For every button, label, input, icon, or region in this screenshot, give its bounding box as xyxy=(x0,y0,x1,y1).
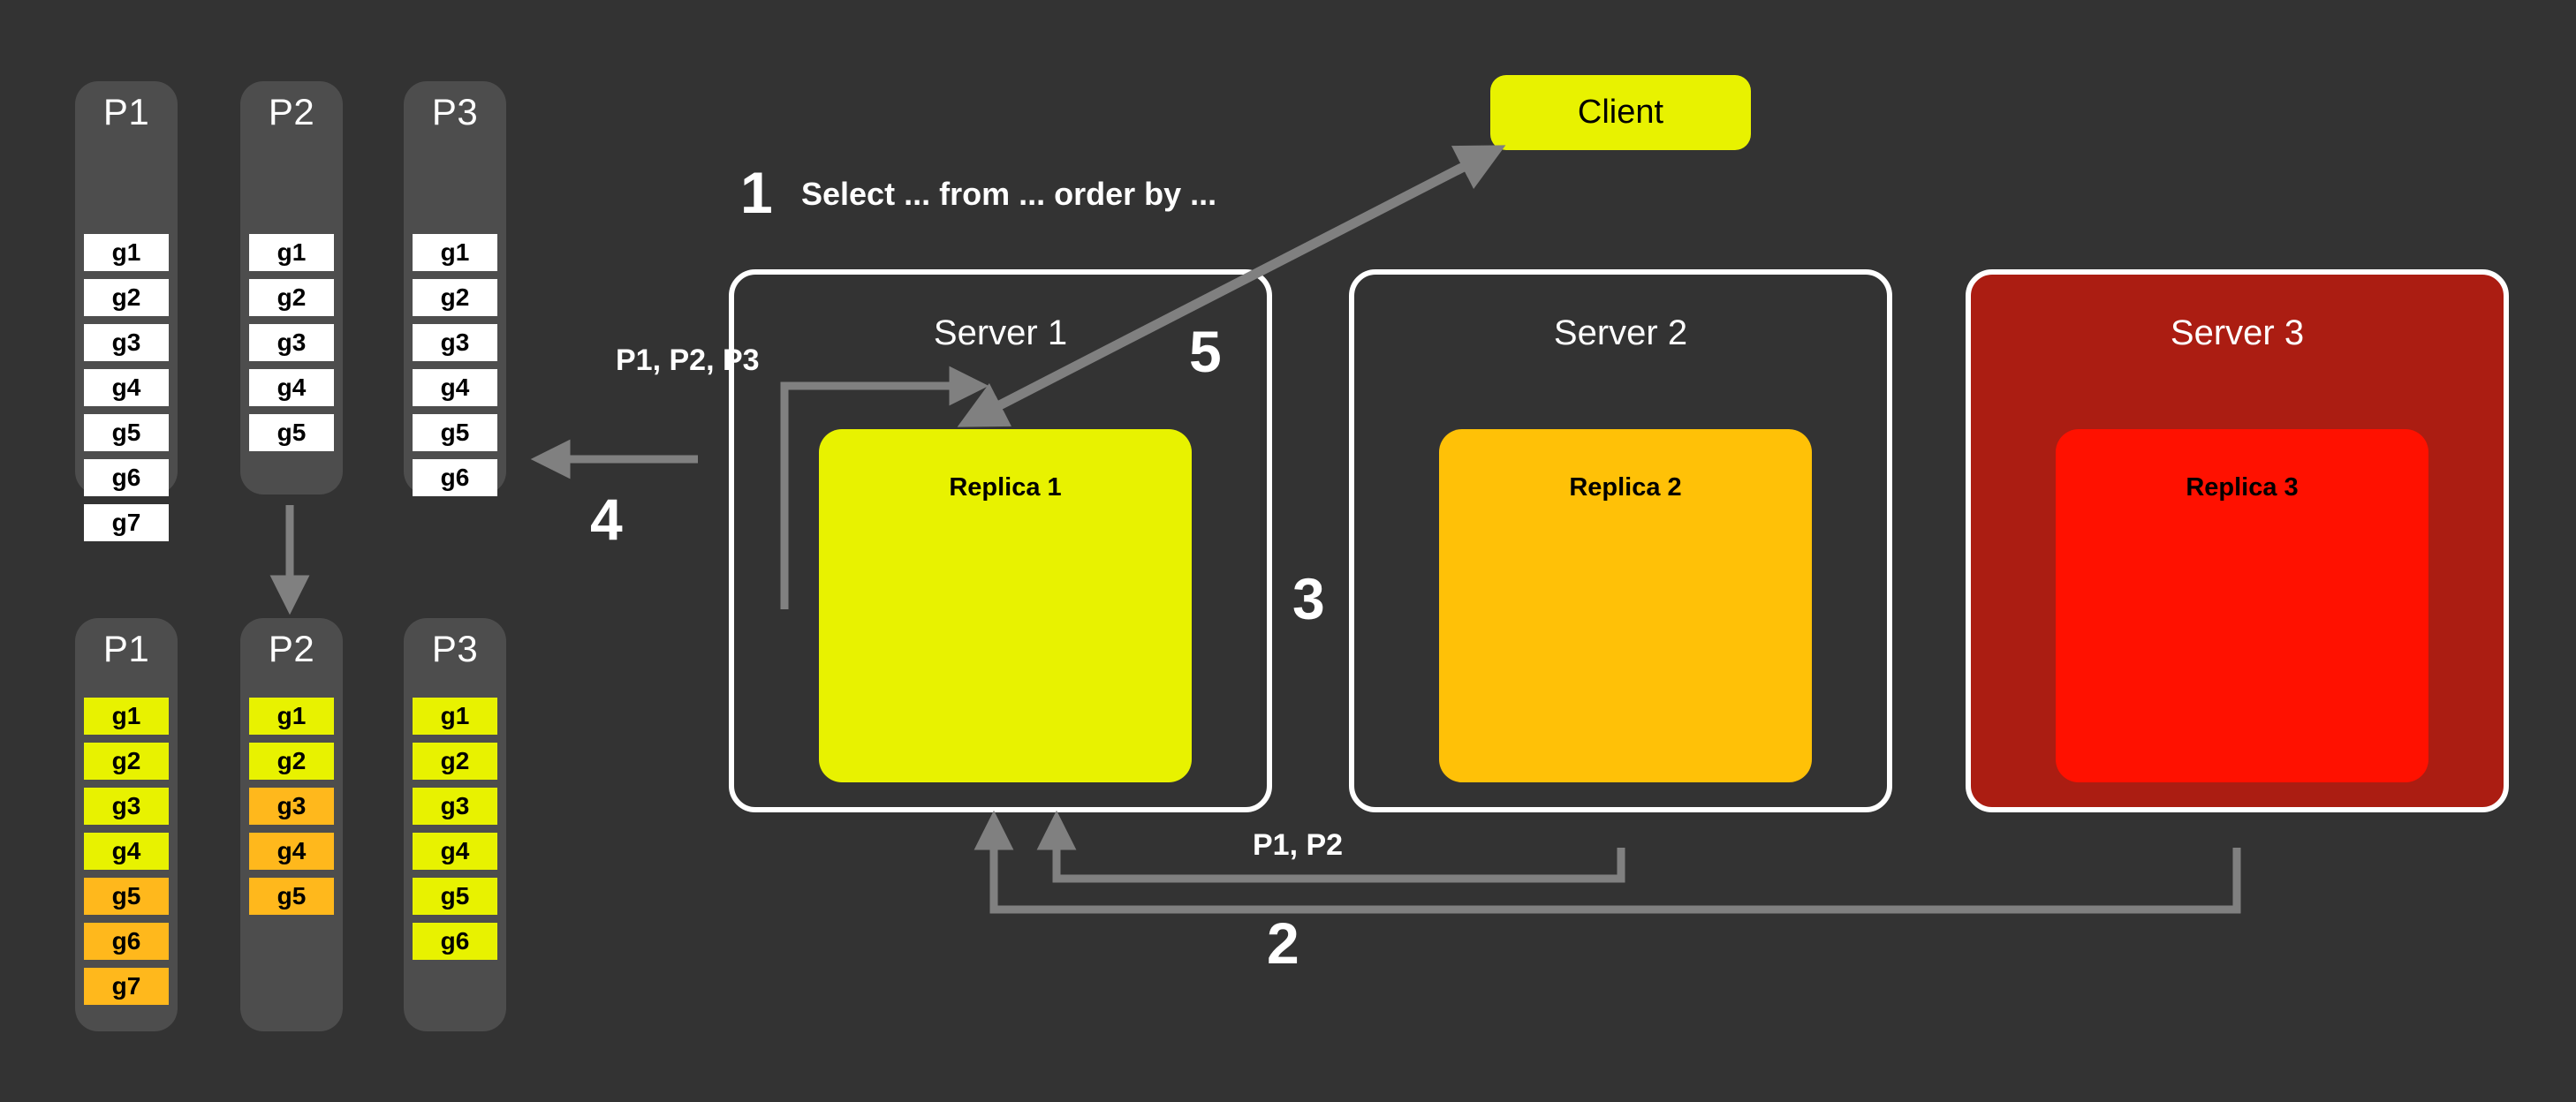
partition-title: P2 xyxy=(268,628,315,669)
partition-cell: g3 xyxy=(84,788,169,825)
partition-cell: g3 xyxy=(413,324,497,361)
partition-cell: g1 xyxy=(84,234,169,271)
partition-cell: g2 xyxy=(413,743,497,780)
partition-column-bottom-p3: P3 g1 g2 g3 g4 g5 g6 xyxy=(404,618,506,1031)
server-title: Server 3 xyxy=(2170,313,2305,352)
partition-cell: g6 xyxy=(84,459,169,496)
partition-cell: g3 xyxy=(249,324,334,361)
partition-column-top-p3: P3 g1 g2 g3 g4 g5 g6 xyxy=(404,81,506,496)
partition-title: P3 xyxy=(431,91,479,132)
partition-cell: g1 xyxy=(413,698,497,735)
partition-column-top-p1: P1 g1 g2 g3 g4 g5 g6 g7 xyxy=(75,81,178,541)
server-box-2[interactable]: Server 2 Replica 2 xyxy=(1349,269,1892,812)
partition-column-bottom-p1: P1 g1 g2 g3 g4 g5 g6 g7 xyxy=(75,618,178,1031)
replica-label: Replica 1 xyxy=(949,473,1062,502)
partition-cell: g1 xyxy=(84,698,169,735)
partition-cell: g4 xyxy=(413,369,497,406)
step-number-5: 5 xyxy=(1189,319,1222,384)
partition-cell: g5 xyxy=(413,878,497,915)
step-number-2: 2 xyxy=(1267,910,1299,976)
server-title: Server 1 xyxy=(933,313,1068,352)
partition-cell: g5 xyxy=(249,414,334,451)
partition-cell: g5 xyxy=(413,414,497,451)
replica-box-3[interactable]: Replica 3 xyxy=(2056,429,2428,782)
partition-cell: g2 xyxy=(249,279,334,316)
step-number-1: 1 xyxy=(740,160,773,225)
replica-label: Replica 3 xyxy=(2186,473,2299,502)
partition-title: P1 xyxy=(102,628,150,669)
partition-cell: g5 xyxy=(84,878,169,915)
partition-cell: g4 xyxy=(249,369,334,406)
server-title: Server 2 xyxy=(1553,313,1688,352)
partition-cell: g2 xyxy=(249,743,334,780)
partition-cell: g3 xyxy=(84,324,169,361)
replica-box-2[interactable]: Replica 2 xyxy=(1439,429,1812,782)
partition-cell: g4 xyxy=(413,833,497,870)
partition-cell: g2 xyxy=(413,279,497,316)
partition-cell: g6 xyxy=(84,923,169,960)
partition-cell: g1 xyxy=(413,234,497,271)
partition-cell: g3 xyxy=(249,788,334,825)
partition-cell: g5 xyxy=(84,414,169,451)
partition-cell: g2 xyxy=(84,743,169,780)
partition-column-top-p2: P2 g1 g2 g3 g4 g5 xyxy=(240,81,343,494)
partition-title: P2 xyxy=(268,91,315,132)
step-number-4: 4 xyxy=(590,487,623,552)
partitions-fetch-label: P1, P2 xyxy=(1253,828,1344,862)
partitions-all-label: P1, P2, P3 xyxy=(616,343,760,377)
partition-cell: g5 xyxy=(249,878,334,915)
partition-cell: g7 xyxy=(84,504,169,541)
step-number-3: 3 xyxy=(1292,566,1325,631)
partition-title: P1 xyxy=(102,91,150,132)
query-label: Select ... from ... order by ... xyxy=(801,176,1217,212)
partition-cell: g4 xyxy=(84,833,169,870)
client-label: Client xyxy=(1577,94,1664,131)
partition-cell: g6 xyxy=(413,459,497,496)
partition-cell: g1 xyxy=(249,698,334,735)
server-box-3[interactable]: Server 3 Replica 3 xyxy=(1966,269,2509,812)
partition-cell: g7 xyxy=(84,968,169,1005)
arrow-server3-to-server1 xyxy=(974,810,2241,914)
client-box[interactable]: Client xyxy=(1490,75,1751,150)
partition-cell: g3 xyxy=(413,788,497,825)
partition-cell: g4 xyxy=(84,369,169,406)
partition-title: P3 xyxy=(431,628,479,669)
partition-cell: g4 xyxy=(249,833,334,870)
replica-label: Replica 2 xyxy=(1569,473,1682,502)
partition-cell: g2 xyxy=(84,279,169,316)
partition-cell: g6 xyxy=(413,923,497,960)
replica-box-1[interactable]: Replica 1 xyxy=(819,429,1192,782)
partition-column-bottom-p2: P2 g1 g2 g3 g4 g5 xyxy=(240,618,343,1031)
partition-cell: g1 xyxy=(249,234,334,271)
